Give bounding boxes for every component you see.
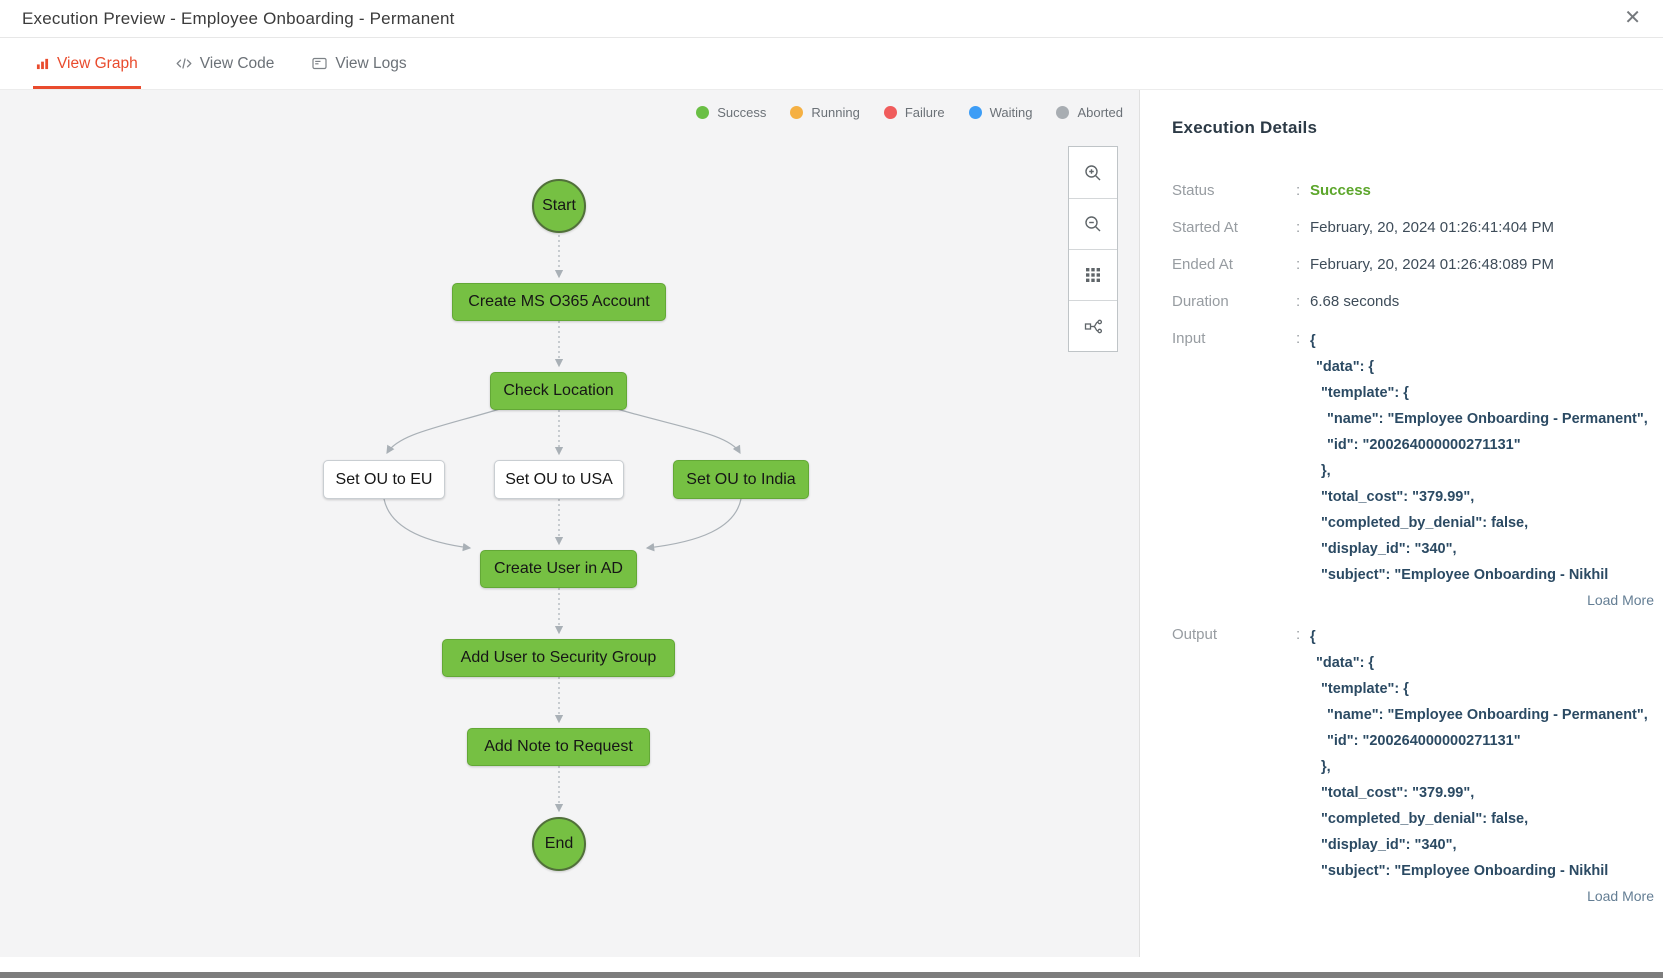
close-icon[interactable]: ✕ [1624, 7, 1641, 29]
legend-item-failure: Failure [883, 105, 945, 120]
running-dot [790, 106, 804, 119]
workflow-graph-panel: Success Running Failure Waiting Aborted [0, 90, 1140, 957]
status-legend: Success Running Failure Waiting Aborted [696, 105, 1123, 120]
node-check-location[interactable]: Check Location [490, 372, 627, 410]
legend-item-success: Success [696, 105, 766, 120]
tab-view-logs[interactable]: View Logs [309, 38, 409, 89]
duration-value: 6.68 seconds [1310, 293, 1400, 310]
zoom-in-icon [1083, 163, 1103, 183]
tab-view-graph[interactable]: View Graph [33, 38, 141, 89]
detail-row-duration: Duration : 6.68 seconds [1172, 291, 1654, 313]
node-add-note-to-request[interactable]: Add Note to Request [467, 728, 650, 766]
tab-view-code[interactable]: View Code [173, 38, 278, 89]
detail-row-input: Input : { "data": { "template": { "name"… [1172, 328, 1654, 588]
node-end[interactable]: End [532, 817, 586, 871]
node-create-ms-o365-account[interactable]: Create MS O365 Account [452, 283, 666, 321]
node-create-user-in-ad[interactable]: Create User in AD [480, 550, 637, 588]
window-header: Execution Preview - Employee Onboarding … [0, 0, 1663, 38]
tab-label: View Logs [335, 54, 407, 72]
ended-at-value: February, 20, 2024 01:26:48:089 PM [1310, 256, 1555, 273]
grid-view-button[interactable] [1069, 249, 1117, 300]
node-start[interactable]: Start [532, 179, 586, 233]
zoom-out-icon [1083, 214, 1103, 234]
waiting-dot [968, 106, 982, 119]
tab-bar: View Graph View Code View Logs [0, 38, 1663, 90]
legend-item-aborted: Aborted [1056, 105, 1123, 120]
bar-chart-icon [36, 57, 49, 70]
detail-row-output: Output : { "data": { "template": { "name… [1172, 624, 1654, 884]
success-dot [696, 106, 710, 119]
window-title: Execution Preview - Employee Onboarding … [22, 8, 455, 28]
zoom-in-button[interactable] [1069, 147, 1117, 198]
legend-item-running: Running [790, 105, 860, 120]
tab-label: View Graph [57, 54, 138, 72]
status-value: Success [1310, 182, 1371, 199]
input-json: { "data": { "template": { "name": "Emplo… [1310, 333, 1648, 583]
output-json: { "data": { "template": { "name": "Emplo… [1310, 629, 1648, 879]
window-bottom-bar [0, 972, 1663, 978]
node-set-ou-to-usa[interactable]: Set OU to USA [494, 460, 624, 499]
logs-icon [312, 57, 327, 70]
layout-flow-button[interactable] [1069, 300, 1117, 351]
details-title: Execution Details [1172, 118, 1318, 137]
output-load-more-row: Load More [1310, 888, 1654, 904]
graph-toolbar [1068, 146, 1118, 352]
flow-layout-icon [1084, 318, 1103, 335]
grid-icon [1085, 267, 1101, 283]
legend-item-waiting: Waiting [968, 105, 1032, 120]
node-add-user-to-security-group[interactable]: Add User to Security Group [442, 639, 675, 677]
detail-row-status: Status : Success [1172, 180, 1654, 202]
zoom-out-button[interactable] [1069, 198, 1117, 249]
failure-dot [883, 106, 897, 119]
input-load-more-link[interactable]: Load More [1587, 592, 1654, 608]
started-at-value: February, 20, 2024 01:26:41:404 PM [1310, 219, 1555, 236]
code-icon [176, 57, 192, 70]
detail-row-started-at: Started At : February, 20, 2024 01:26:41… [1172, 217, 1654, 239]
detail-row-ended-at: Ended At : February, 20, 2024 01:26:48:0… [1172, 254, 1654, 276]
output-load-more-link[interactable]: Load More [1587, 888, 1654, 904]
node-set-ou-to-india[interactable]: Set OU to India [673, 460, 809, 499]
input-load-more-row: Load More [1310, 592, 1654, 608]
aborted-dot [1056, 106, 1070, 119]
node-set-ou-to-eu[interactable]: Set OU to EU [323, 460, 445, 499]
footer-strip [0, 957, 1663, 972]
tab-label: View Code [199, 54, 275, 72]
execution-details-panel: Execution Details Status : Success Start… [1140, 90, 1663, 957]
flow-connectors [383, 235, 742, 813]
